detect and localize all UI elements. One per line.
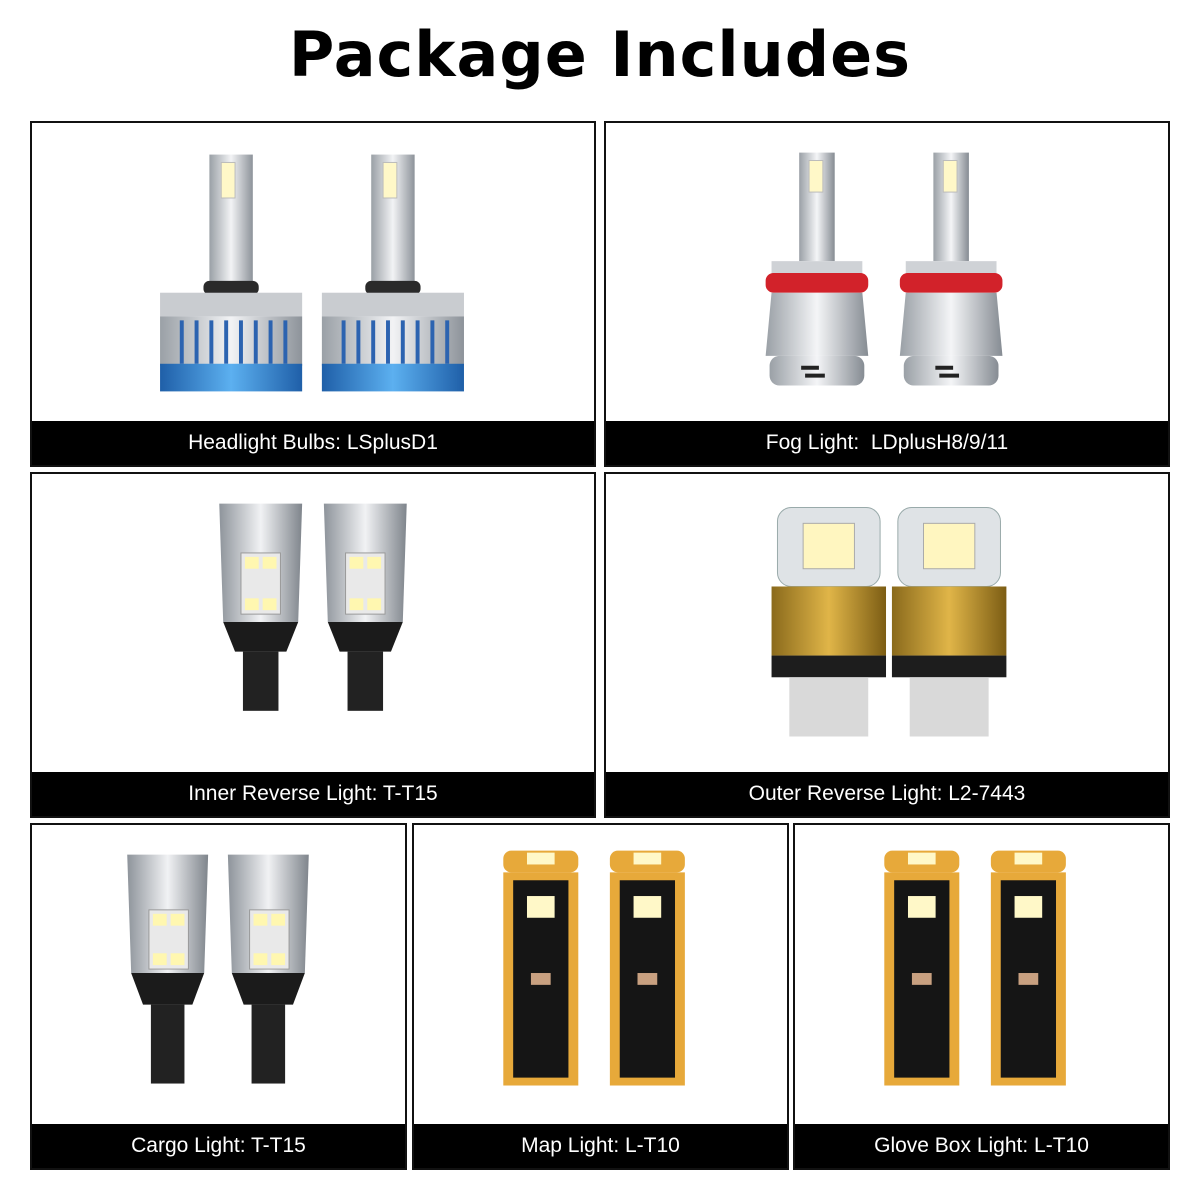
product-card-glove-box-light: Glove Box Light: L-T10 — [793, 823, 1170, 1170]
product-image-map-light — [414, 825, 787, 1124]
fog-bulb-right — [899, 152, 1003, 386]
7443-bulb-right — [891, 507, 1007, 737]
caption-glove-box-light: Glove Box Light: L-T10 — [795, 1124, 1168, 1168]
t10-map-bulbs-illustration — [503, 850, 685, 1086]
product-card-headlight: Headlight Bulbs: LSplusD1 — [30, 121, 596, 467]
map-bulb-right — [609, 850, 685, 1086]
7443-reverse-bulbs-illustration — [771, 507, 1007, 737]
caption-headlight: Headlight Bulbs: LSplusD1 — [32, 421, 594, 465]
product-card-cargo-light: Cargo Light: T-T15 — [30, 823, 407, 1170]
product-card-outer-reverse: Outer Reverse Light: L2-7443 — [604, 472, 1170, 818]
glovebox-bulb-right — [990, 850, 1066, 1086]
cargo-bulb-left — [127, 854, 209, 1084]
fog-bulbs-illustration — [765, 152, 1003, 386]
product-card-fog-light: Fog Light: LDplusH8/9/11 — [604, 121, 1170, 467]
map-bulb-left — [503, 850, 579, 1086]
7443-bulb-left — [771, 507, 887, 737]
d1-headlight-bulbs-illustration — [160, 154, 464, 392]
product-card-map-light: Map Light: L-T10 — [412, 823, 789, 1170]
t15-bulb-left — [219, 503, 303, 711]
product-image-inner-reverse — [32, 474, 594, 772]
product-card-inner-reverse: Inner Reverse Light: T-T15 — [30, 472, 596, 818]
glovebox-bulb-left — [884, 850, 960, 1086]
product-image-outer-reverse — [606, 474, 1168, 772]
caption-inner-reverse: Inner Reverse Light: T-T15 — [32, 772, 594, 816]
product-image-glove-box-light — [795, 825, 1168, 1124]
caption-cargo-light: Cargo Light: T-T15 — [32, 1124, 405, 1168]
product-image-headlight — [32, 123, 594, 421]
fog-bulb-left — [765, 152, 869, 386]
caption-map-light: Map Light: L-T10 — [414, 1124, 787, 1168]
cargo-bulb-right — [227, 854, 309, 1084]
headlight-bulb-right — [321, 154, 464, 392]
page-title: Package Includes — [288, 18, 912, 91]
product-image-cargo-light — [32, 825, 405, 1124]
t15-reverse-bulbs-illustration — [219, 503, 407, 711]
caption-outer-reverse: Outer Reverse Light: L2-7443 — [606, 772, 1168, 816]
t10-glovebox-bulbs-illustration — [884, 850, 1066, 1086]
product-image-fog-light — [606, 123, 1168, 421]
headlight-bulb-left — [160, 154, 303, 392]
t15-bulb-right — [323, 503, 407, 711]
caption-fog-light: Fog Light: LDplusH8/9/11 — [606, 421, 1168, 465]
t15-cargo-bulbs-illustration — [127, 854, 309, 1084]
